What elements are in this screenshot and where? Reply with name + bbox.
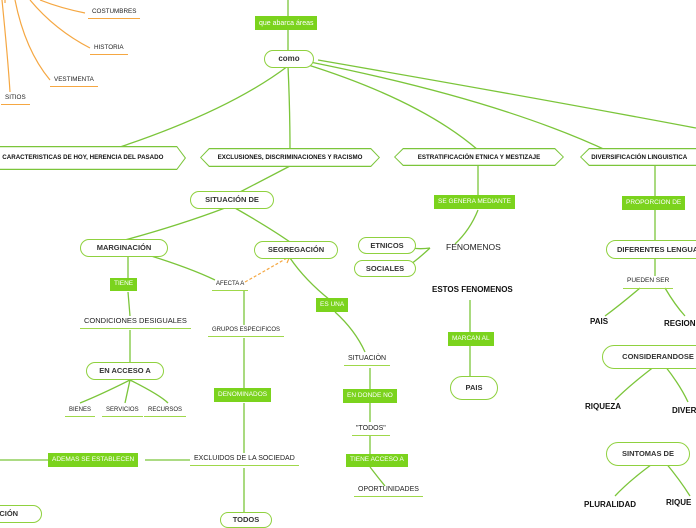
diver-value: DIVER xyxy=(672,406,696,415)
proporcion-de-tag: PROPORCION DE xyxy=(622,196,686,210)
todos-bottom-node[interactable]: TODOS xyxy=(220,512,272,528)
sitios-label: SITIOS xyxy=(1,94,30,106)
marginacion-node[interactable]: MARGINACIÓN xyxy=(80,239,168,257)
tiene-tag: TIENE xyxy=(110,278,138,291)
denominados-tag: DENOMINADOS xyxy=(214,388,272,402)
oportunidades-label: OPORTUNIDADES xyxy=(354,486,423,497)
sintomas-de-node[interactable]: SINTOMAS DE xyxy=(606,442,690,466)
riqueza-value: RIQUEZA xyxy=(585,402,621,411)
en-donde-no-tag: EN DONDE NO xyxy=(343,389,397,403)
rique-value: RIQUE xyxy=(666,498,692,507)
grupos-especificos-label: GRUPOS ESPECIFICOS xyxy=(208,327,285,337)
diferentes-lenguas-node[interactable]: DIFERENTES LENGUAS xyxy=(606,240,696,259)
condiciones-desiguales-label: CONDICIONES DESIGUALES xyxy=(80,317,191,329)
region-value: REGION xyxy=(664,319,696,328)
orange-connectors xyxy=(1,0,91,93)
diversificacion-label: DIVERSIFICACIÓN LINGUISTICA xyxy=(581,149,696,164)
bienes-label: BIENES xyxy=(65,407,96,417)
como-node[interactable]: como xyxy=(264,50,314,68)
estratificacion-branch[interactable]: ESTRATIFICACIÓN ETNICA Y MESTIZAJE xyxy=(394,148,564,166)
sociales-node[interactable]: SOCIALES xyxy=(354,260,416,277)
marcan-al-tag: MARCAN AL xyxy=(448,332,494,346)
ademas-se-establecen-tag: ADEMAS SE ESTABLECEN xyxy=(48,453,139,467)
servicios-label: SERVICIOS xyxy=(102,407,143,417)
en-acceso-a-node[interactable]: EN ACCESO A xyxy=(86,362,164,380)
segregacion-node[interactable]: SEGREGACIÓN xyxy=(254,241,338,259)
caracteristicas-label: CARACTERISTICAS DE HOY, HERENCIA DEL PAS… xyxy=(0,147,185,168)
que-abarca-areas-tag: que abarca áreas xyxy=(255,16,318,30)
situacion-de-node[interactable]: SITUACIÓN DE xyxy=(190,191,274,209)
costumbres-label: COSTUMBRES xyxy=(88,8,141,20)
tiene-acceso-a-tag: TIENE ACCESO A xyxy=(346,454,408,467)
dashed-relation-line xyxy=(244,257,288,283)
estos-fenomenos-label: ESTOS FENOMENOS xyxy=(432,285,513,294)
exclusiones-branch[interactable]: EXCLUSIONES, DISCRIMINACIONES Y RACISMO xyxy=(200,148,380,167)
situacion-label: SITUACIÒN xyxy=(344,355,391,366)
recursos-label: RECURSOS xyxy=(144,407,187,417)
considerandose-node[interactable]: CONSIDERANDOSE xyxy=(602,345,696,369)
afecta-a-label: AFECTA A xyxy=(212,281,249,291)
es-una-tag: ES UNA xyxy=(316,298,349,312)
excluidos-sociedad-label: EXCLUIDOS DE LA SOCIEDAD xyxy=(190,455,299,466)
pueden-ser-label: PUEDEN SER xyxy=(623,277,674,289)
etnicos-node[interactable]: ETNICOS xyxy=(358,237,416,254)
left-cut-node[interactable]: ACIÓN xyxy=(0,505,42,523)
diversificacion-branch[interactable]: DIVERSIFICACIÓN LINGUISTICA xyxy=(580,148,696,166)
pais-node[interactable]: PAIS xyxy=(450,376,498,400)
estratificacion-label: ESTRATIFICACIÓN ETNICA Y MESTIZAJE xyxy=(395,149,562,164)
historia-label: HISTORIA xyxy=(90,44,128,56)
se-genera-mediante-tag: SE GENERA MEDIANTE xyxy=(434,195,515,209)
exclusiones-label: EXCLUSIONES, DISCRIMINACIONES Y RACISMO xyxy=(201,149,378,165)
caracteristicas-branch[interactable]: CARACTERISTICAS DE HOY, HERENCIA DEL PAS… xyxy=(0,146,186,170)
pluralidad-value: PLURALIDAD xyxy=(584,500,636,509)
todos-quoted-label: "TODOS" xyxy=(352,425,390,436)
fenomenos-label: FENOMENOS xyxy=(446,242,501,252)
vestimenta-label: VESTIMENTA xyxy=(50,76,98,88)
pais-value: PAIS xyxy=(590,317,609,326)
